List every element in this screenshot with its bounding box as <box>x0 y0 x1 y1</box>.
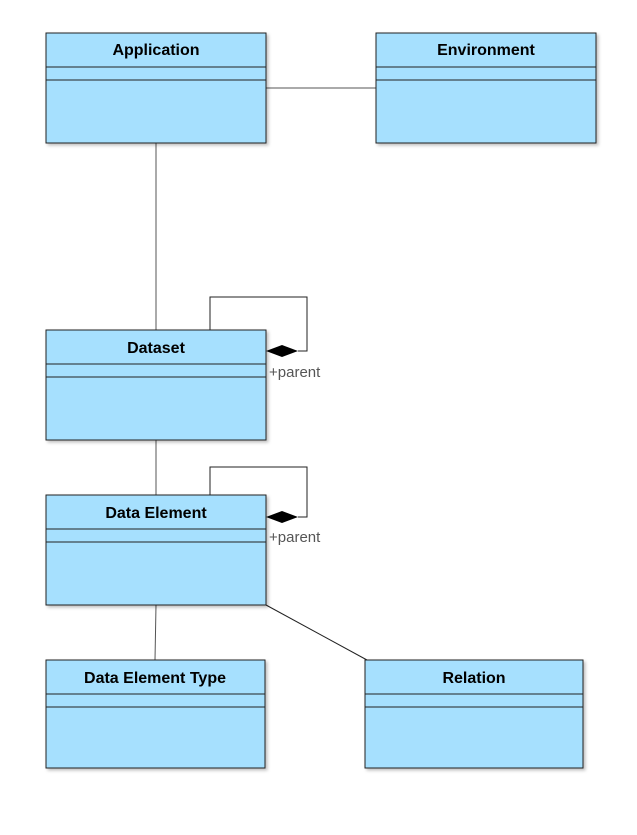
association-data-element-relation <box>265 604 368 661</box>
class-box <box>375 32 597 144</box>
class-data-element-type[interactable]: Data Element Type <box>45 659 266 769</box>
class-name: Environment <box>437 42 535 59</box>
class-box <box>364 659 584 769</box>
class-application[interactable]: Application <box>45 32 267 144</box>
association-data-element-type <box>154 604 157 661</box>
self-association-data-element-parent <box>209 466 308 518</box>
class-name: Relation <box>442 670 505 687</box>
class-box <box>45 32 267 144</box>
class-box <box>45 659 266 769</box>
class-name: Dataset <box>127 340 185 357</box>
class-environment[interactable]: Environment <box>375 32 597 144</box>
class-name: Application <box>112 42 199 59</box>
class-relation[interactable]: Relation <box>364 659 584 769</box>
class-dataset[interactable]: Dataset <box>45 329 267 441</box>
class-box <box>45 329 267 441</box>
class-name: Data Element Type <box>84 670 226 687</box>
class-box <box>45 494 267 606</box>
composition-diamond-icon <box>266 511 298 523</box>
self-association-dataset-parent <box>209 296 308 352</box>
class-data-element[interactable]: Data Element <box>45 494 267 606</box>
class-name: Data Element <box>105 505 207 522</box>
role-label-parent: +parent <box>269 529 321 546</box>
composition-diamond-icon <box>266 345 298 357</box>
role-label-parent: +parent <box>269 364 321 381</box>
